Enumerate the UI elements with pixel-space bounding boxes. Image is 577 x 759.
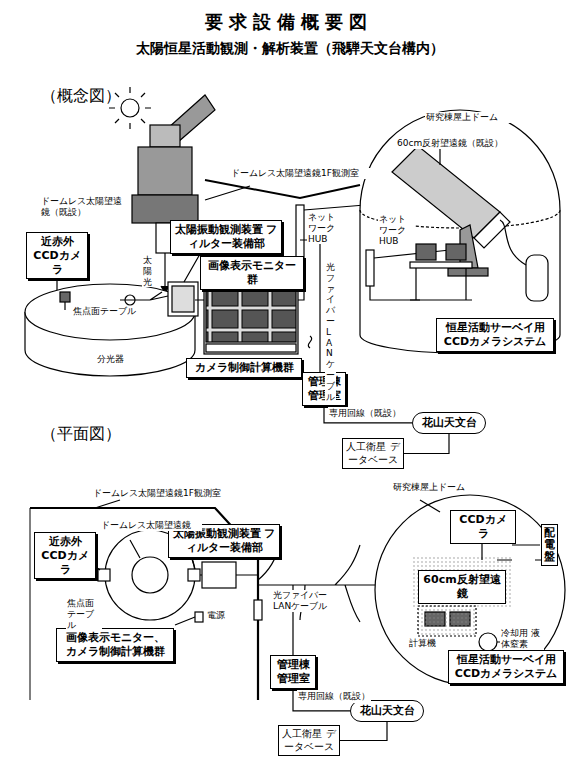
- label: 60cm反射望遠鏡（既設）: [396, 138, 510, 149]
- equipment-box: 画像表示モニター、 カメラ制御計算機群: [56, 628, 174, 662]
- label: 太陽光: [142, 255, 153, 287]
- node-text: 恒星活動サーベイ用 CCDカメラシステム: [452, 653, 560, 681]
- node-text: 管理棟 管理室: [274, 658, 312, 686]
- equipment-box: 近赤外 CCDカメラ: [26, 232, 88, 279]
- equipment-box: 人工衛星 データベース: [278, 725, 340, 756]
- label: 太陽恒星活動観測・解析装置（飛騨天文台構内）: [0, 40, 577, 57]
- label: （平面図）: [40, 424, 142, 443]
- site-box: 花山天文台: [412, 412, 486, 434]
- equipment-box: 管理棟 管理室: [302, 372, 346, 406]
- node-text: 60cm反射望遠鏡: [422, 573, 502, 601]
- equipment-box: 60cm反射望遠鏡: [418, 570, 506, 604]
- node-text: カメラ制御計算機群: [190, 361, 298, 375]
- spectrograph: [25, 282, 198, 376]
- label: ドームレス太陽望遠鏡: [100, 520, 202, 531]
- label: 光ファイバー LANケーブル: [272, 590, 332, 612]
- node-text: 人工衛星 データベース: [346, 441, 400, 466]
- title: 要求設備概要図: [0, 10, 577, 34]
- label: （概念図）: [40, 86, 142, 105]
- room-wall: [205, 180, 360, 198]
- connector: [340, 722, 387, 741]
- equipment-box: 管理棟 管理室: [270, 655, 316, 689]
- node-text: 太陽振動観測装置 フィルター装備部: [174, 223, 278, 251]
- plan-cable: [258, 545, 375, 655]
- label: 焦点面テーブル: [72, 306, 150, 317]
- equipment-box: カメラ制御計算機群: [186, 358, 302, 378]
- node-text: 配電盤: [544, 527, 555, 563]
- equipment-box: CCDカメラ: [450, 510, 516, 544]
- label: 研究棟屋上ドーム: [392, 482, 484, 493]
- label: 光ファイバーLANケーブル: [325, 262, 336, 402]
- hub-box: [296, 205, 304, 260]
- equipment-box: 太陽振動観測装置 フィルター装備部: [170, 220, 282, 254]
- label: 研究棟屋上ドーム: [425, 112, 517, 123]
- node-text: 花山天文台: [419, 416, 479, 430]
- node-text: 近赤外 CCDカメラ: [38, 535, 92, 576]
- equipment-box: 恒星活動サーベイ用 CCDカメラシステム: [448, 650, 564, 684]
- research-dome: [360, 110, 560, 353]
- site-box: 花山天文台: [350, 700, 424, 722]
- node-text: 近赤外 CCDカメラ: [30, 235, 84, 276]
- node-text: 管理棟 管理室: [306, 375, 342, 403]
- label: 電源: [206, 610, 230, 621]
- edge-label: 専用回線（既設）: [328, 407, 402, 420]
- connector: [404, 434, 449, 454]
- equipment-box: 恒星活動サーベイ用 CCDカメラシステム: [436, 318, 554, 352]
- equipment-box: 人工衛星 データベース: [342, 438, 404, 469]
- node-text: 人工衛星 データベース: [282, 728, 336, 753]
- equipment-box: 近赤外 CCDカメラ: [34, 532, 96, 579]
- node-text: 恒星活動サーベイ用 CCDカメラシステム: [440, 321, 550, 349]
- cable-break: [308, 336, 311, 348]
- node-text: CCDカメラ: [454, 513, 512, 541]
- label: ネットワークHUB: [307, 212, 343, 244]
- label: 計算機: [408, 638, 446, 649]
- label: ドームレス太陽望遠鏡1F観測室: [92, 488, 244, 499]
- label: ネットワークHUB: [378, 214, 414, 246]
- node-text: 花山天文台: [357, 704, 417, 718]
- label: 分光器: [96, 354, 138, 365]
- label: 冷却用 液体窒素: [500, 628, 544, 650]
- edge-label: 専用回線（既設）: [297, 690, 371, 703]
- label: ドームレス太陽望遠鏡1F観測室: [230, 168, 382, 179]
- label: 焦点面 テーブル: [66, 598, 102, 630]
- equipment-box: 配電盤: [541, 524, 558, 566]
- label: ドームレス太陽望遠鏡（既設）: [40, 196, 130, 218]
- plan-dome: [375, 495, 565, 685]
- equipment-box: 画像表示モニター群: [200, 256, 304, 290]
- connector: [324, 406, 412, 423]
- node-text: 太陽振動観測装置 フィルター装備部: [172, 527, 276, 555]
- node-text: 画像表示モニター、 カメラ制御計算機群: [60, 631, 170, 659]
- node-text: 画像表示モニター群: [204, 259, 300, 287]
